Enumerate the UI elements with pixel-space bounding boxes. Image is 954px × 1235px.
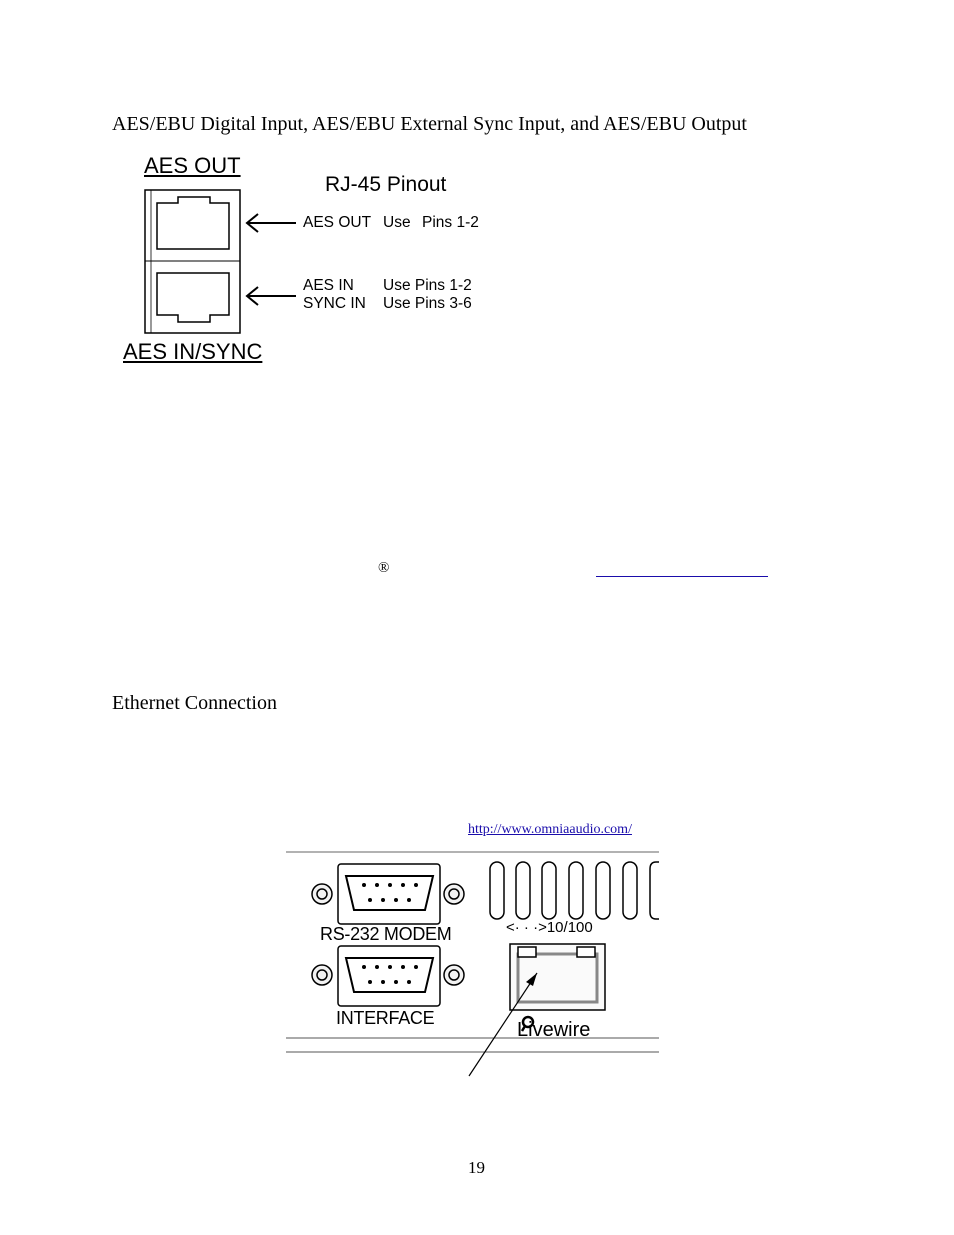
aes-in-pin-name: AES IN — [303, 277, 354, 294]
aes-in-sync-label: AES IN/SYNC — [123, 339, 263, 364]
pointer-line — [468, 972, 538, 1077]
aes-out-label: AES OUT — [144, 153, 241, 178]
vent-slots — [489, 861, 659, 920]
ethernet-speed-label: <· · ·>10/100 — [506, 919, 593, 936]
rj45-jacks-drawing — [144, 189, 241, 334]
section-heading-aes: AES/EBU Digital Input, AES/EBU External … — [112, 113, 747, 135]
page-number: 19 — [468, 1158, 485, 1177]
aes-in-pin-numbers: Use Pins 1-2 — [383, 277, 472, 294]
livewire-logo-icon — [520, 1015, 535, 1032]
rj45-pinout-title: RJ-45 Pinout — [325, 173, 447, 196]
rear-panel-drawing — [286, 851, 659, 1077]
interface-label: INTERFACE — [336, 1008, 435, 1028]
omnia-audio-link[interactable]: http://www.omniaaudio.com/ — [468, 822, 632, 837]
rs232-connector — [311, 863, 465, 925]
arrow-left-icon — [245, 213, 296, 233]
interface-connector — [311, 945, 465, 1007]
aes-out-pin-numbers: Pins 1-2 — [422, 214, 479, 231]
rs232-modem-label: RS-232 MODEM — [320, 924, 452, 944]
pointer-arrowhead — [526, 973, 537, 986]
link-underline[interactable] — [596, 576, 768, 577]
aes-out-pin-use: Use — [383, 214, 411, 231]
registered-mark: ® — [378, 560, 390, 576]
section-heading-ethernet: Ethernet Connection — [112, 692, 277, 714]
sync-in-pin-numbers: Use Pins 3-6 — [383, 295, 472, 312]
arrow-left-icon — [245, 286, 296, 306]
ethernet-jack — [509, 943, 606, 1011]
aes-out-pin-name: AES OUT — [303, 214, 372, 231]
livewire-label: Livewire — [517, 1019, 591, 1041]
sync-in-pin-name: SYNC IN — [303, 295, 366, 312]
